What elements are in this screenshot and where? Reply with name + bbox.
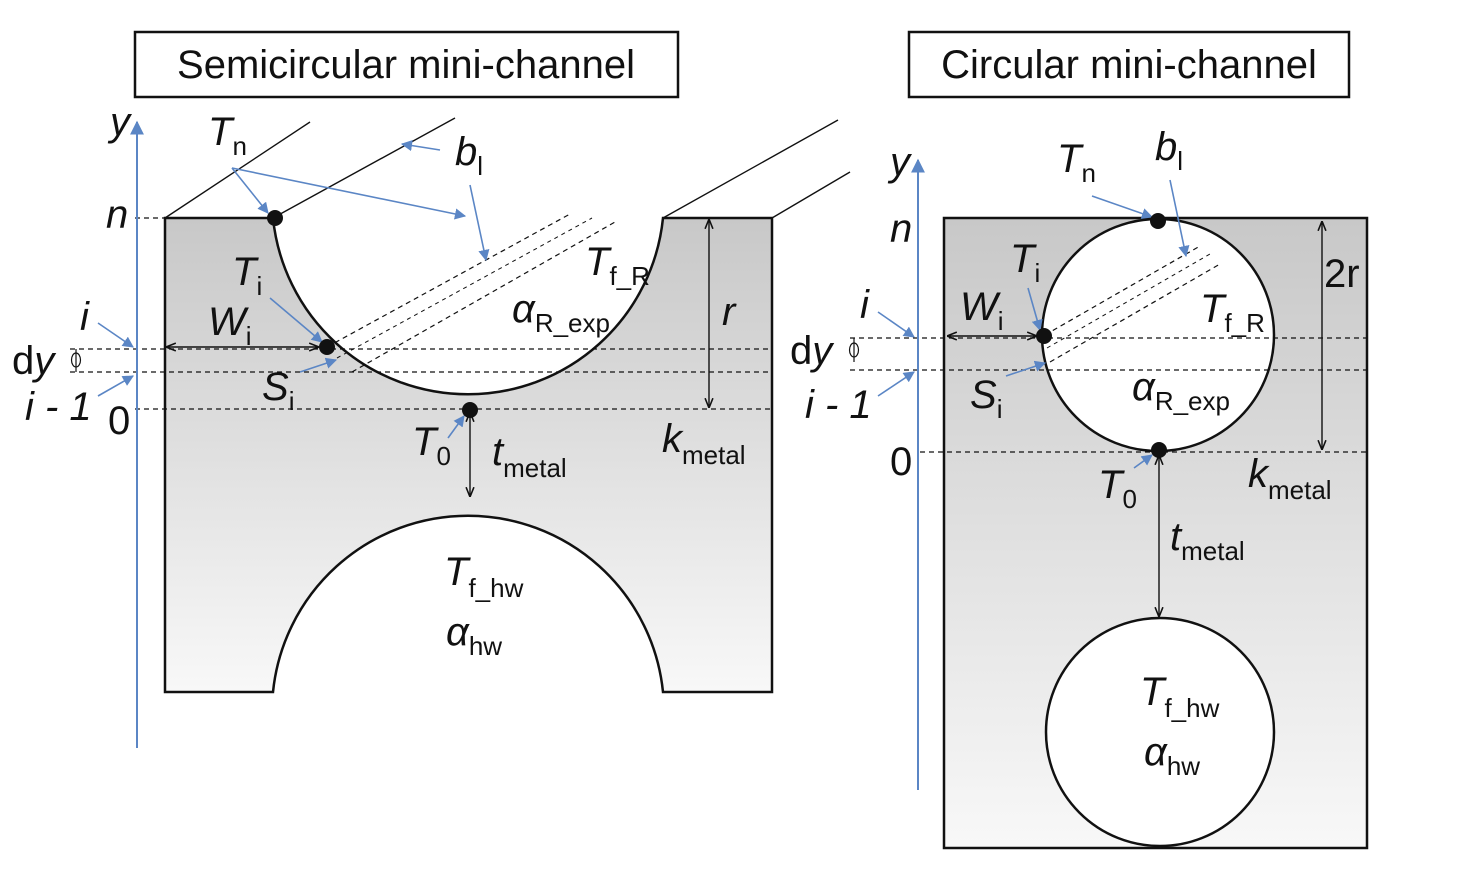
right-tn-label: Tn [1057, 137, 1096, 188]
right-node-t0 [1151, 442, 1167, 458]
left-strip-line [351, 221, 616, 373]
right-ti-label: Ti [1010, 237, 1040, 288]
left-wi-label: Wi [208, 300, 252, 351]
left-si-pointer [299, 357, 338, 373]
left-kmetal-label: kmetal [662, 417, 746, 470]
left-strip-line [336, 217, 593, 359]
left-y-label: y [107, 100, 133, 144]
left-alpha-hw-label: αhw [446, 610, 502, 661]
right-tmetal-label: tmetal [1170, 515, 1245, 566]
right-y-label: y [887, 140, 913, 184]
right-t0-label: T0 [1098, 463, 1137, 514]
left-depth-line [771, 171, 851, 219]
right-node-tn [1150, 213, 1166, 229]
right-strip-line [1044, 245, 1201, 336]
left-dy-marker [70, 352, 82, 368]
right-ti-pointer [1027, 287, 1043, 332]
right-dy-marker [848, 342, 860, 358]
left-tmetal-label: tmetal [492, 430, 567, 483]
right-alpha-r-label: αR_exp [1132, 365, 1230, 416]
left-strip-line [326, 213, 571, 348]
left-depth-line [272, 117, 456, 219]
left-title: Semicircular mini-channel [177, 43, 635, 87]
left-bl-pointer [469, 184, 490, 262]
left-i-minus-1-label: i - 1 [25, 385, 92, 429]
left-t0-label: T0 [412, 420, 451, 471]
right-dy-label: dy [790, 329, 835, 373]
left-i-label: i [80, 295, 90, 339]
right-alpha-hw-label: αhw [1144, 730, 1200, 781]
right-2r-label: 2r [1324, 252, 1360, 296]
right-title-box [907, 30, 1351, 99]
right-bl-label: bl [1155, 125, 1183, 176]
right-panel: Circular mini-channel [790, 30, 1369, 850]
left-t0-pointer [447, 415, 465, 439]
right-bl-pointer [1169, 179, 1190, 258]
left-depth-line [164, 121, 311, 219]
right-tfr-label: Tf_R [1200, 287, 1265, 338]
right-i-pointer [877, 311, 915, 338]
left-i-minus-1-pointer [97, 375, 134, 397]
left-title-box [133, 30, 680, 99]
left-zero-label: 0 [108, 399, 130, 443]
left-tn-pointer [231, 167, 467, 220]
right-t0-pointer [1133, 454, 1153, 469]
right-strip-line [1049, 263, 1221, 363]
left-r-label: r [722, 290, 737, 334]
left-node-tn [267, 210, 283, 226]
right-node-ti [1036, 328, 1052, 344]
right-i-minus-1-label: i - 1 [805, 383, 872, 427]
left-bl-pointer [400, 140, 441, 152]
left-node-ti [319, 339, 335, 355]
left-n-label: n [106, 193, 128, 237]
left-node-t0 [462, 402, 478, 418]
right-n-label: n [890, 207, 912, 251]
left-ti-pointer [269, 297, 323, 343]
left-tfhw-label: Tf_hw [444, 550, 524, 603]
left-alpha-r-label: αR_exp [512, 287, 610, 338]
left-depth-line [662, 119, 839, 219]
left-dy-label: dy [12, 339, 57, 383]
right-zero-label: 0 [890, 440, 912, 484]
left-tn-pointer [231, 167, 269, 214]
right-tn-pointer [1091, 195, 1154, 219]
right-title: Circular mini-channel [941, 43, 1317, 87]
right-si-pointer [1005, 360, 1047, 377]
right-tfhw-label: Tf_hw [1140, 670, 1220, 723]
right-kmetal-label: kmetal [1248, 452, 1332, 505]
right-wi-label: Wi [960, 285, 1004, 336]
right-hw-circle [1044, 616, 1276, 848]
right-i-minus-1-pointer [877, 371, 915, 397]
right-i-label: i [860, 283, 870, 327]
left-ti-label: Ti [232, 250, 262, 301]
left-tfr-label: Tf_R [585, 240, 650, 291]
left-i-pointer [97, 322, 134, 348]
left-si-label: Si [262, 365, 294, 416]
left-tn-label: Tn [208, 110, 247, 161]
left-bl-label: bl [455, 130, 483, 181]
left-panel: Semicircular mini-channel [12, 30, 851, 748]
right-si-label: Si [970, 373, 1002, 424]
